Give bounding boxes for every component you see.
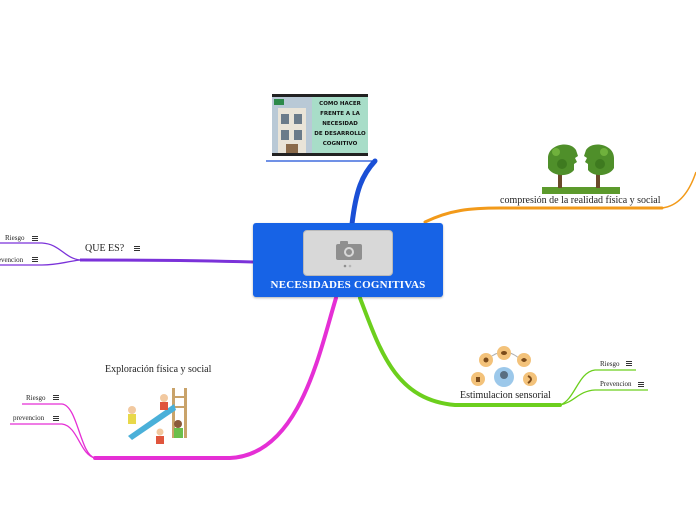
right-topic-label[interactable]: compresión de la realidad física y socia… <box>500 195 661 206</box>
top-image-line-3: NECESIDAD <box>322 121 358 127</box>
note-icon[interactable] <box>32 257 38 263</box>
connector-bl-prevencion <box>10 423 96 459</box>
note-icon[interactable] <box>626 361 632 367</box>
kids-playground-image[interactable] <box>120 380 192 452</box>
central-topic[interactable]: NECESIDADES COGNITIVAS <box>253 223 443 297</box>
left-child-prevencion[interactable]: prevencion <box>0 256 24 264</box>
left-topic-label[interactable]: QUE ES? <box>85 243 125 254</box>
connector-left-prevencion <box>0 259 81 266</box>
connector-br-riesgo <box>559 369 636 406</box>
top-topic-image[interactable]: COMO HACER FRENTE A LA NECESIDAD DE DESA… <box>272 94 368 156</box>
bottom-left-topic-label[interactable]: Exploración física y social <box>105 364 212 375</box>
connector-right <box>423 206 664 224</box>
top-image-line-4: DE DESARROLLO <box>314 131 366 137</box>
connector-top <box>349 158 378 227</box>
bottom-right-child-prevencion[interactable]: Prevencion <box>600 380 632 388</box>
image-placeholder <box>303 230 393 276</box>
connector-left-riesgo <box>0 242 81 261</box>
senses-image[interactable] <box>468 343 540 391</box>
connector-br-prevencion <box>559 389 648 406</box>
trees-heads-image[interactable] <box>542 138 620 194</box>
note-icon[interactable] <box>53 416 59 422</box>
connector-left <box>79 258 254 264</box>
left-child-riesgo[interactable]: Riesgo <box>5 234 25 242</box>
camera-icon <box>336 241 362 268</box>
bottom-right-topic-label[interactable]: Estimulacion sensorial <box>460 390 551 401</box>
bottom-left-child-riesgo[interactable]: Riesgo <box>26 394 46 402</box>
senses-illustration <box>471 346 537 387</box>
children-slide-illustration <box>128 388 187 444</box>
top-image-line-5: COGNITIVO <box>322 141 358 147</box>
bottom-right-child-riesgo[interactable]: Riesgo <box>600 360 620 368</box>
connector-right-out <box>661 171 696 209</box>
note-icon[interactable] <box>638 382 644 388</box>
connector-bottom-right <box>358 296 562 407</box>
note-icon[interactable] <box>53 395 59 401</box>
note-icon[interactable] <box>134 246 140 252</box>
bottom-left-child-prevencion[interactable]: prevencion <box>13 414 45 422</box>
note-icon[interactable] <box>32 236 38 242</box>
connector-bottom-left <box>93 296 338 460</box>
tree-heads-illustration <box>542 144 620 194</box>
central-topic-title: NECESIDADES COGNITIVAS <box>270 279 426 291</box>
top-image-line-2: FRENTE A LA <box>320 111 360 117</box>
building-infographic-image <box>272 94 368 156</box>
top-image-line-1: COMO HACER <box>319 101 361 107</box>
